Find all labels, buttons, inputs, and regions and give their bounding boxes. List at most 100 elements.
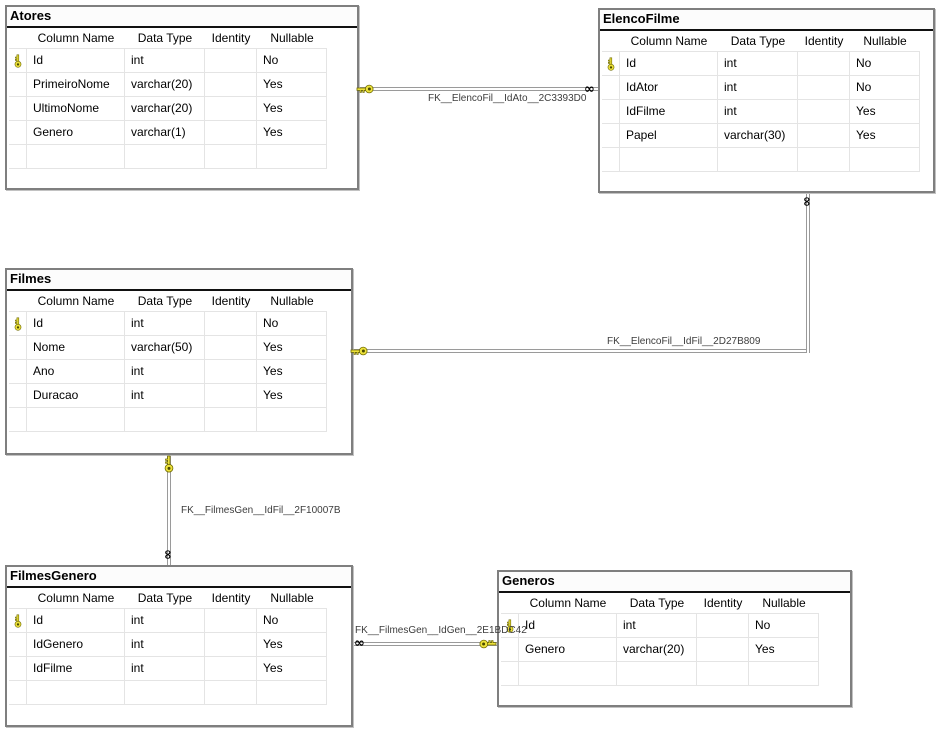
row-selector[interactable] bbox=[9, 145, 27, 169]
cell-nullable[interactable]: Yes bbox=[257, 360, 327, 384]
cell-identity[interactable] bbox=[205, 73, 257, 97]
row-selector[interactable] bbox=[9, 384, 27, 408]
cell-identity[interactable] bbox=[205, 681, 257, 705]
cell-data-type[interactable]: int bbox=[125, 49, 205, 73]
column-row[interactable]: Duracao int Yes bbox=[9, 384, 351, 408]
cell-identity[interactable] bbox=[205, 633, 257, 657]
relationship-line-filmes-elencofilme-vertical[interactable] bbox=[806, 193, 810, 353]
cell-identity[interactable] bbox=[205, 49, 257, 73]
cell-data-type[interactable]: int bbox=[125, 312, 205, 336]
row-selector[interactable] bbox=[9, 336, 27, 360]
cell-identity[interactable] bbox=[205, 336, 257, 360]
cell-column-name[interactable]: Papel bbox=[620, 124, 718, 148]
row-selector[interactable] bbox=[602, 100, 620, 124]
column-row[interactable]: Id int No bbox=[9, 312, 351, 336]
cell-identity[interactable] bbox=[205, 657, 257, 681]
cell-identity[interactable] bbox=[205, 360, 257, 384]
cell-data-type[interactable]: int bbox=[125, 657, 205, 681]
cell-data-type[interactable]: varchar(50) bbox=[125, 336, 205, 360]
cell-identity[interactable] bbox=[798, 124, 850, 148]
row-selector[interactable] bbox=[602, 124, 620, 148]
cell-data-type[interactable] bbox=[125, 145, 205, 169]
cell-nullable[interactable]: Yes bbox=[257, 633, 327, 657]
cell-column-name[interactable] bbox=[519, 662, 617, 686]
cell-column-name[interactable]: IdAtor bbox=[620, 76, 718, 100]
row-selector[interactable] bbox=[9, 121, 27, 145]
row-selector[interactable] bbox=[9, 360, 27, 384]
cell-nullable[interactable]: Yes bbox=[257, 121, 327, 145]
cell-nullable[interactable]: Yes bbox=[257, 657, 327, 681]
row-selector[interactable] bbox=[501, 662, 519, 686]
cell-column-name[interactable]: Id bbox=[519, 614, 617, 638]
cell-data-type[interactable]: varchar(20) bbox=[125, 73, 205, 97]
cell-nullable[interactable]: No bbox=[850, 76, 920, 100]
cell-nullable[interactable]: No bbox=[749, 614, 819, 638]
cell-data-type[interactable] bbox=[125, 408, 205, 432]
row-selector[interactable] bbox=[501, 638, 519, 662]
cell-column-name[interactable]: IdGenero bbox=[27, 633, 125, 657]
cell-identity[interactable] bbox=[205, 97, 257, 121]
column-row[interactable]: UltimoNome varchar(20) Yes bbox=[9, 97, 357, 121]
relationship-label[interactable]: FK__FilmesGen__IdGen__2E1BDC42 bbox=[355, 625, 527, 636]
cell-identity[interactable] bbox=[798, 148, 850, 172]
cell-data-type[interactable]: int bbox=[718, 100, 798, 124]
cell-column-name[interactable] bbox=[27, 145, 125, 169]
column-row[interactable]: IdFilme int Yes bbox=[602, 100, 933, 124]
cell-column-name[interactable]: Ano bbox=[27, 360, 125, 384]
cell-nullable[interactable] bbox=[850, 148, 920, 172]
row-selector[interactable] bbox=[9, 609, 27, 633]
relationship-label[interactable]: FK__ElencoFil__IdFil__2D27B809 bbox=[607, 336, 761, 347]
column-row-empty[interactable] bbox=[9, 681, 351, 705]
cell-data-type[interactable]: varchar(20) bbox=[617, 638, 697, 662]
cell-column-name[interactable]: Id bbox=[27, 312, 125, 336]
row-selector[interactable] bbox=[602, 76, 620, 100]
cell-column-name[interactable]: Id bbox=[27, 49, 125, 73]
cell-column-name[interactable]: IdFilme bbox=[620, 100, 718, 124]
cell-column-name[interactable]: Genero bbox=[519, 638, 617, 662]
row-selector[interactable] bbox=[9, 49, 27, 73]
row-selector[interactable] bbox=[602, 148, 620, 172]
table-title[interactable]: ElencoFilme bbox=[600, 10, 933, 31]
cell-identity[interactable] bbox=[205, 408, 257, 432]
cell-column-name[interactable] bbox=[620, 148, 718, 172]
column-row-empty[interactable] bbox=[9, 145, 357, 169]
cell-nullable[interactable]: Yes bbox=[257, 384, 327, 408]
relationship-line-filmes-elencofilme-horizontal[interactable] bbox=[353, 349, 810, 353]
column-row[interactable]: Id int No bbox=[602, 52, 933, 76]
column-row-empty[interactable] bbox=[9, 408, 351, 432]
cell-identity[interactable] bbox=[798, 52, 850, 76]
table-title[interactable]: FilmesGenero bbox=[7, 567, 351, 588]
row-selector[interactable] bbox=[9, 408, 27, 432]
cell-data-type[interactable]: int bbox=[125, 384, 205, 408]
column-row[interactable]: Ano int Yes bbox=[9, 360, 351, 384]
cell-column-name[interactable]: Duracao bbox=[27, 384, 125, 408]
cell-nullable[interactable]: No bbox=[257, 49, 327, 73]
table-title[interactable]: Generos bbox=[499, 572, 850, 593]
row-selector[interactable] bbox=[501, 614, 519, 638]
row-selector[interactable] bbox=[9, 73, 27, 97]
cell-column-name[interactable]: Id bbox=[27, 609, 125, 633]
table-title[interactable]: Filmes bbox=[7, 270, 351, 291]
cell-data-type[interactable]: varchar(20) bbox=[125, 97, 205, 121]
table-window-elencofilme[interactable]: ElencoFilme Column Name Data Type Identi… bbox=[598, 8, 935, 193]
cell-column-name[interactable]: Genero bbox=[27, 121, 125, 145]
cell-nullable[interactable]: Yes bbox=[850, 124, 920, 148]
cell-identity[interactable] bbox=[205, 609, 257, 633]
table-window-generos[interactable]: Generos Column Name Data Type Identity N… bbox=[497, 570, 852, 707]
cell-column-name[interactable]: PrimeiroNome bbox=[27, 73, 125, 97]
cell-data-type[interactable]: varchar(1) bbox=[125, 121, 205, 145]
row-selector[interactable] bbox=[9, 681, 27, 705]
column-row[interactable]: Papel varchar(30) Yes bbox=[602, 124, 933, 148]
column-row[interactable]: IdGenero int Yes bbox=[9, 633, 351, 657]
cell-nullable[interactable] bbox=[257, 681, 327, 705]
column-row[interactable]: Genero varchar(1) Yes bbox=[9, 121, 357, 145]
cell-data-type[interactable] bbox=[617, 662, 697, 686]
cell-identity[interactable] bbox=[205, 145, 257, 169]
cell-column-name[interactable] bbox=[27, 681, 125, 705]
cell-identity[interactable] bbox=[798, 100, 850, 124]
cell-nullable[interactable] bbox=[749, 662, 819, 686]
cell-identity[interactable] bbox=[697, 662, 749, 686]
cell-identity[interactable] bbox=[798, 76, 850, 100]
column-row[interactable]: Id int No bbox=[9, 609, 351, 633]
cell-nullable[interactable]: Yes bbox=[749, 638, 819, 662]
